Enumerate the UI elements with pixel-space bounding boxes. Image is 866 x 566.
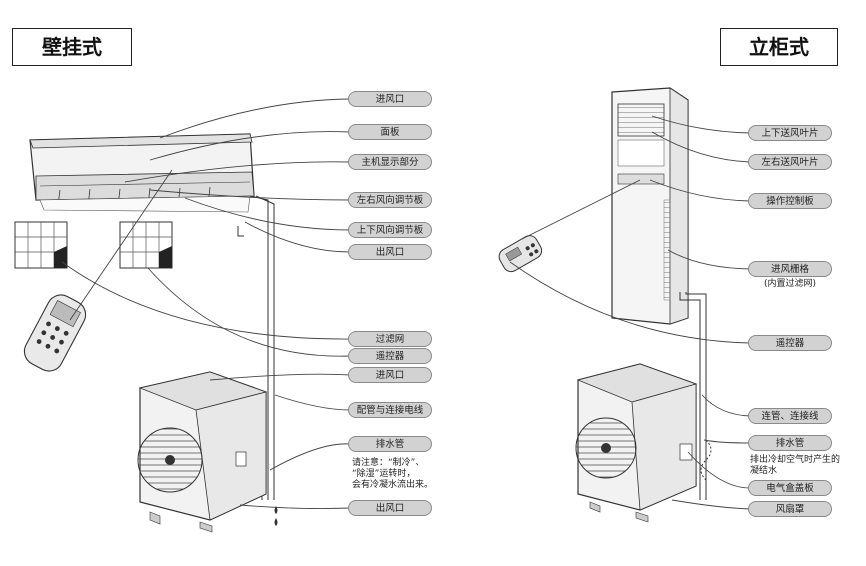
wall-note-line-3: 会有冷凝水流出来。 <box>352 480 434 490</box>
wall-label-air-outlet-indoor: 出风口 <box>348 244 432 260</box>
wall-note-line-1: 请注意：“制冷”、 <box>352 458 425 468</box>
floor-label-horizontal-vanes: 左右送风叶片 <box>748 154 832 170</box>
floor-indoor-unit <box>611 87 689 325</box>
wall-label-vertical-louver: 上下风向调节板 <box>348 222 432 238</box>
wall-label-drain-hose: 排水管 <box>348 436 432 452</box>
wall-remote-control <box>23 294 87 372</box>
floor-label-fan-guard: 风扇罩 <box>748 501 832 517</box>
wall-type-title: 壁挂式 <box>12 28 132 66</box>
floor-label-drain-hose: 排水管 <box>748 435 832 451</box>
floor-label-intake-grille: 进风栅格 <box>748 261 832 277</box>
wall-label-air-inlet-top: 进风口 <box>348 91 432 107</box>
wall-indoor-unit <box>29 133 255 213</box>
leader-lines <box>61 98 751 510</box>
floor-note-line-2: 凝结水 <box>750 466 778 476</box>
wall-label-horizontal-louver: 左右风向调节板 <box>348 192 432 208</box>
floor-label-control-panel: 操作控制板 <box>748 193 832 209</box>
floor-label-remote: 遥控器 <box>748 335 832 351</box>
wall-drain-drops <box>274 506 278 526</box>
wall-label-panel: 面板 <box>348 124 432 140</box>
floor-label-vertical-vanes: 上下送风叶片 <box>748 125 832 141</box>
floor-outdoor-unit <box>575 363 698 523</box>
floor-label-piping: 连管、连接线 <box>748 408 832 424</box>
floor-remote-control <box>498 235 543 273</box>
wall-label-remote: 遥控器 <box>348 348 432 364</box>
wall-label-display: 主机显示部分 <box>348 154 432 170</box>
wall-filter-left <box>14 221 68 269</box>
floor-sublabel-filter: (内置过滤网) <box>764 279 817 289</box>
floor-piping <box>679 292 712 500</box>
wall-label-air-outlet-outdoor: 出风口 <box>348 500 432 516</box>
wall-outdoor-unit <box>137 371 268 533</box>
wall-note-line-2: “除湿”运转时， <box>352 469 416 479</box>
floor-note-line-1: 排出冷却空气时产生的 <box>750 455 841 465</box>
wall-label-filter: 过滤网 <box>348 331 432 347</box>
wall-filter-right <box>119 221 173 269</box>
floor-label-electrical-cover: 电气盒盖板 <box>748 480 832 496</box>
wall-label-air-inlet-outdoor: 进风口 <box>348 367 432 383</box>
floor-type-title: 立柜式 <box>720 28 838 66</box>
wall-label-piping: 配管与连接电线 <box>348 402 432 418</box>
